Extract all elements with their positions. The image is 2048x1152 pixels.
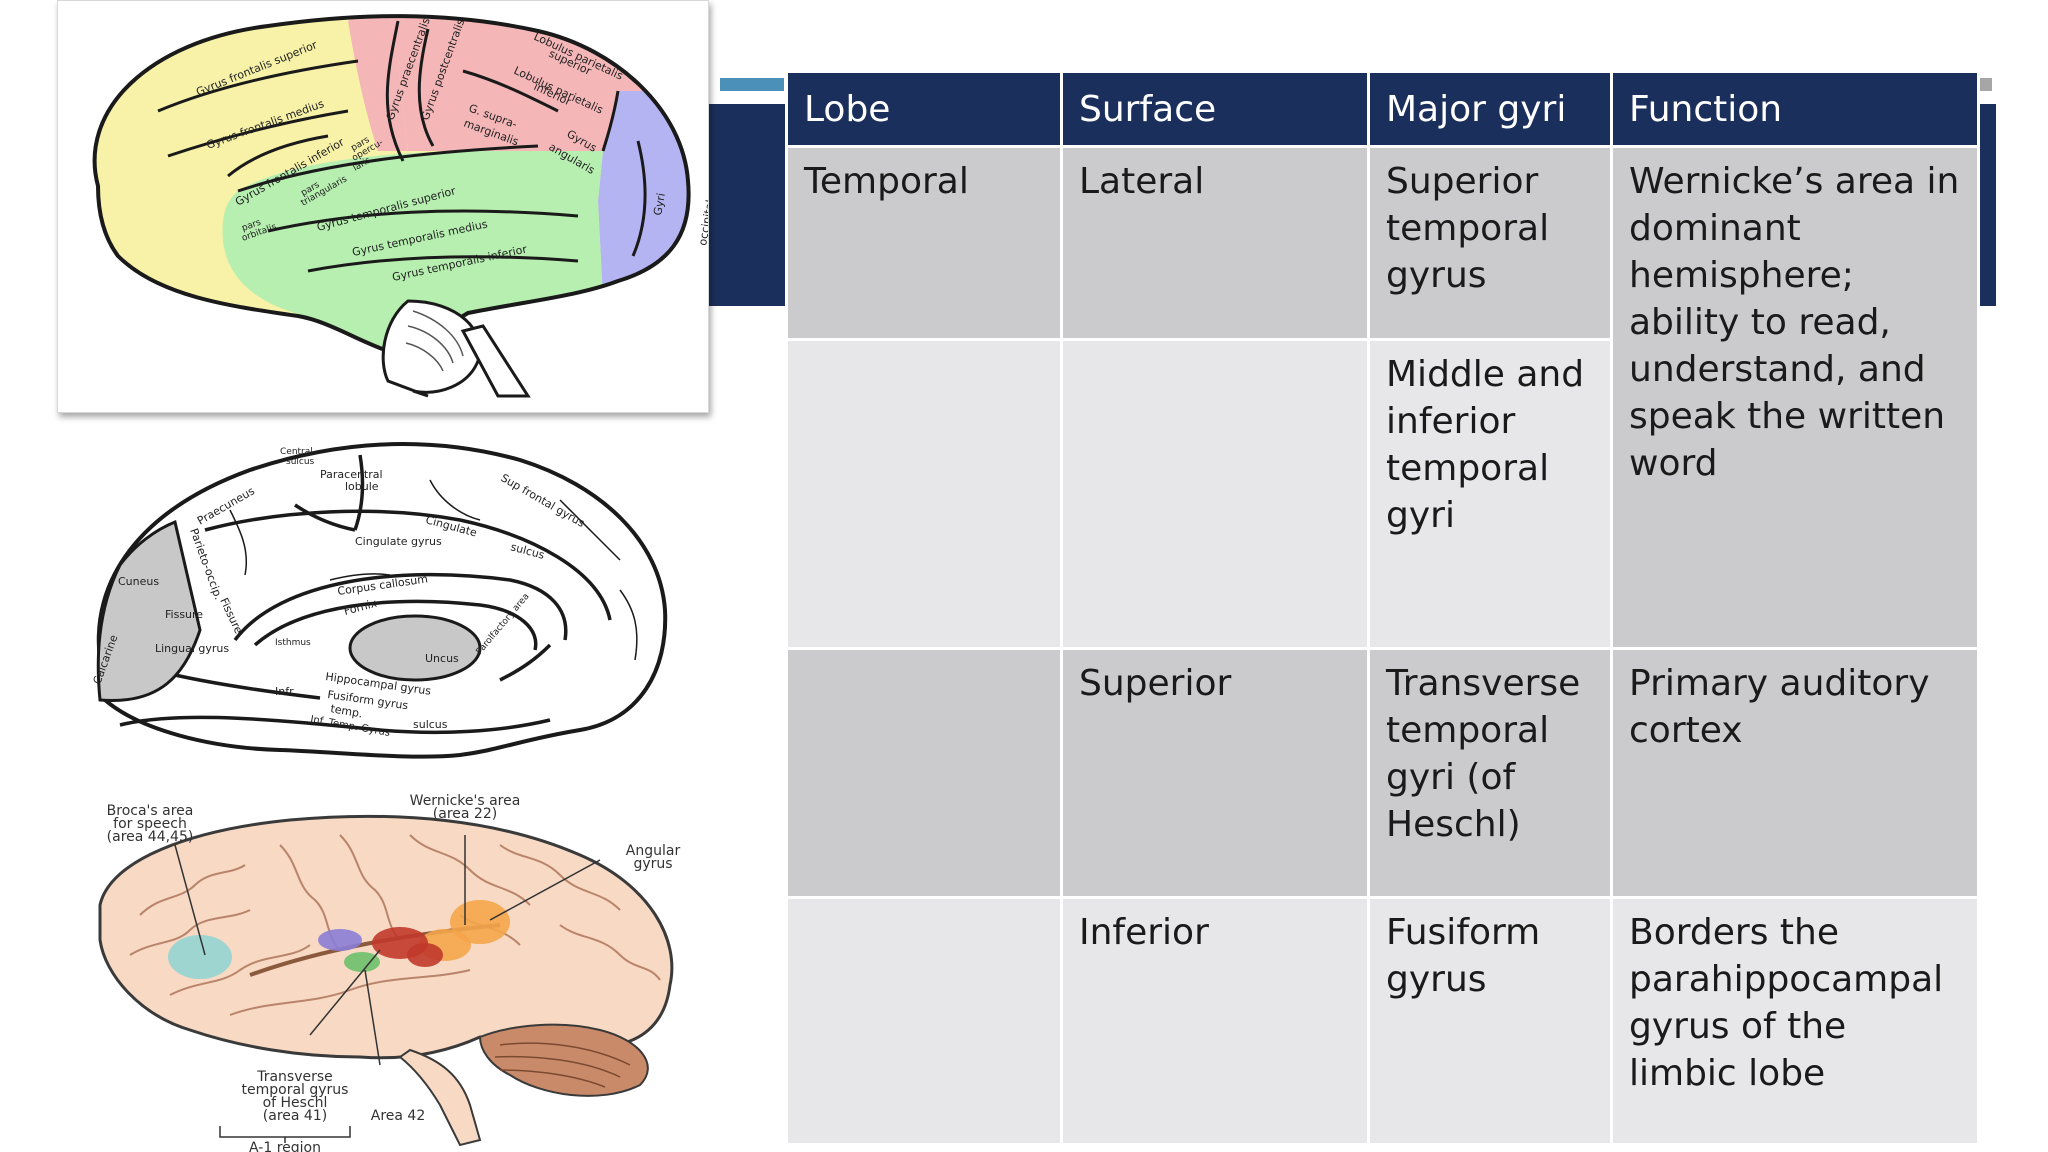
cell-surface: Superior (1060, 647, 1370, 899)
svg-text:Gyri: Gyri (651, 192, 668, 217)
cell-function: Borders the parahippocampal gyrus of the… (1610, 896, 1980, 1146)
header-lobe: Lobe (785, 70, 1063, 148)
table-row: Inferior Fusiform gyrus Borders the para… (785, 896, 1980, 1146)
cell-surface (1060, 338, 1370, 650)
cell-gyri: Fusiform gyrus (1367, 896, 1613, 1146)
cell-surface: Lateral (1060, 145, 1370, 341)
cell-lobe: Temporal (785, 145, 1063, 341)
temporal-lobe-table: Lobe Surface Major gyri Function Tempora… (785, 70, 1980, 1146)
svg-text:(area 44,45): (area 44,45) (107, 829, 194, 845)
table-header-row: Lobe Surface Major gyri Function (785, 70, 1980, 148)
svg-text:temp.: temp. (329, 702, 363, 720)
svg-text:sulcus: sulcus (286, 457, 315, 467)
svg-text:temporal gyrus: temporal gyrus (242, 1082, 349, 1098)
svg-text:Cingulate gyrus: Cingulate gyrus (355, 535, 442, 548)
svg-text:Infr: Infr (275, 685, 294, 698)
svg-text:(area 41): (area 41) (263, 1108, 327, 1124)
svg-text:Broca's area: Broca's area (107, 803, 194, 819)
cell-lobe (785, 338, 1063, 650)
cell-function: Wernicke’s area in dominant hemisphere; … (1610, 145, 1980, 650)
svg-text:Area 42: Area 42 (371, 1108, 425, 1124)
svg-text:of Heschl: of Heschl (263, 1095, 328, 1111)
header-surface: Surface (1060, 70, 1370, 148)
svg-text:gyrus: gyrus (633, 856, 672, 872)
svg-text:A-1 region: A-1 region (249, 1140, 321, 1152)
svg-text:(area 22): (area 22) (433, 806, 497, 822)
accent-bar-right (1976, 78, 1992, 91)
svg-text:for speech: for speech (113, 816, 187, 832)
svg-text:Uncus: Uncus (425, 652, 459, 665)
cell-surface: Inferior (1060, 896, 1370, 1146)
cell-function: Primary auditory cortex (1610, 647, 1980, 899)
cell-lobe (785, 896, 1063, 1146)
svg-text:Lingual gyrus: Lingual gyrus (155, 642, 229, 655)
svg-text:occipitales: occipitales (696, 186, 708, 246)
accent-bar-left (720, 78, 784, 91)
svg-text:Isthmus: Isthmus (275, 638, 311, 648)
svg-text:Transverse: Transverse (256, 1069, 333, 1085)
table-row: Superior Transverse temporal gyri (of He… (785, 647, 1980, 899)
cell-gyri: Middle and inferior temporal gyri (1367, 338, 1613, 650)
svg-text:Fissure: Fissure (165, 608, 203, 621)
medial-brain-diagram: Central sulcus Paracentral lobule Praecu… (80, 430, 680, 770)
table-row: Temporal Lateral Superior temporal gyrus… (785, 145, 1980, 650)
cell-gyri: Superior temporal gyrus (1367, 145, 1613, 341)
table-row: Middle and inferior temporal gyri (785, 338, 1979, 650)
svg-text:Angular: Angular (626, 843, 681, 859)
svg-text:Wernicke's area: Wernicke's area (410, 793, 521, 809)
cell-lobe (785, 647, 1063, 899)
svg-text:sulcus: sulcus (413, 718, 448, 731)
svg-text:Paracentral: Paracentral (320, 468, 383, 481)
svg-text:Cuneus: Cuneus (118, 575, 159, 588)
language-areas-diagram: Broca's area for speech (area 44,45) Wer… (80, 775, 700, 1152)
header-major-gyri: Major gyri (1367, 70, 1613, 148)
cell-gyri: Transverse temporal gyri (of Heschl) (1367, 647, 1613, 899)
lateral-brain-diagram: Gyrus frontalis superior Gyrus frontalis… (57, 0, 709, 413)
svg-text:Central: Central (280, 447, 313, 457)
svg-text:lobule: lobule (345, 480, 379, 493)
header-function: Function (1610, 70, 1980, 148)
